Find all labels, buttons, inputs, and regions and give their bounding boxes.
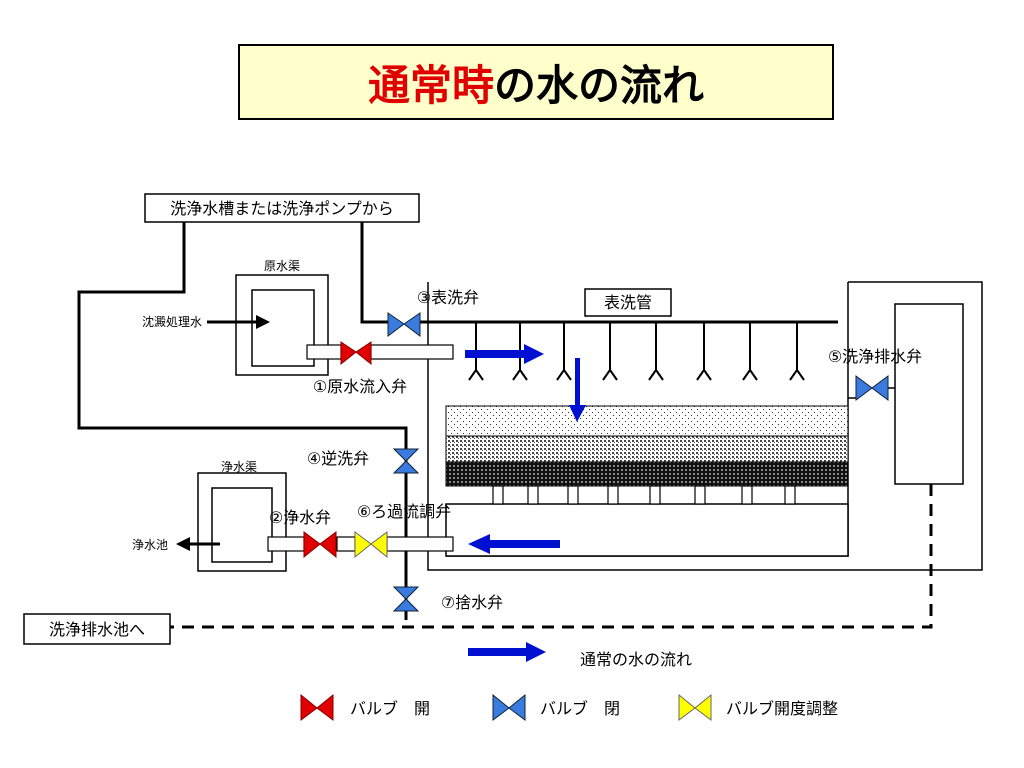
valve-1-raw-inlet [340, 341, 372, 366]
legend-closed-label: バルブ 閉 [540, 699, 620, 718]
legend-adjust-label: バルブ開度調整 [726, 699, 838, 718]
valve-6-label: ⑥ろ過流調弁 [357, 502, 451, 521]
filter-media [445, 405, 849, 487]
surface-pipe-label: 表洗管 [584, 288, 672, 317]
clean-outlet-pipe [267, 536, 454, 552]
drain-line [170, 484, 933, 629]
underdrain-strainers [492, 485, 796, 505]
clean-water-channel: 浄水渠 浄水池 [132, 460, 287, 572]
svg-text:表洗管: 表洗管 [604, 293, 652, 312]
drain-pond-label: 洗浄排水池へ [49, 620, 145, 639]
flow-arrow-inlet [465, 344, 544, 364]
page-title: 通常時の水の流れ [238, 44, 834, 120]
legend-open: バルブ 開 [300, 693, 430, 721]
flow-arrows [465, 344, 586, 662]
flow-arrow-outlet [468, 534, 560, 554]
valve-3-label: ③表洗弁 [417, 288, 479, 307]
title-highlight: 通常時 [367, 60, 494, 110]
filter-gravel-layer [445, 461, 849, 487]
valve-3-surface-wash [387, 312, 421, 337]
valve-2-clean [303, 531, 337, 559]
surface-wash-nozzles [468, 322, 805, 381]
legend-adjust: バルブ開度調整 [678, 693, 838, 721]
valve-5-wash-drain [848, 375, 895, 401]
raw-inlet-pipe [306, 344, 454, 360]
title-rest: の水の流れ [494, 60, 705, 110]
inflow-arrow-head [256, 315, 270, 329]
flow-arrow-down [569, 358, 586, 422]
valve-5-label: ⑤洗浄排水弁 [828, 347, 922, 366]
outflow-arrow-head [176, 537, 190, 551]
valve-2-label: ②浄水弁 [269, 508, 331, 527]
raw-water-channel: 原水渠 沈澱処理水 [142, 259, 329, 376]
filter-sand-layer [445, 405, 849, 437]
settled-water-label: 沈澱処理水 [142, 314, 202, 329]
wash-source-box: 洗浄水槽または洗浄ポンプから [144, 193, 420, 223]
valve-1-label: ①原水流入弁 [313, 377, 407, 396]
flow-legend-label: 通常の水の流れ [580, 650, 692, 669]
drain-pond-box: 洗浄排水池へ [23, 613, 171, 645]
valve-4-backwash [392, 448, 420, 474]
valve-6-rate-control [354, 531, 388, 559]
raw-channel-label: 原水渠 [264, 259, 300, 273]
valve-7-waste [392, 586, 420, 612]
filter-anthracite-layer [445, 435, 849, 463]
flow-legend-arrow [468, 642, 546, 662]
wash-source-label: 洗浄水槽または洗浄ポンプから [170, 199, 394, 218]
valve-7-label: ⑦捨水弁 [441, 593, 503, 612]
valve-4-label: ④逆洗弁 [307, 449, 369, 468]
clean-pond-label: 浄水池 [132, 538, 168, 552]
clean-channel-label: 浄水渠 [221, 460, 257, 474]
legend-closed: バルブ 閉 [492, 693, 620, 721]
legend-open-label: バルブ 開 [350, 699, 430, 718]
